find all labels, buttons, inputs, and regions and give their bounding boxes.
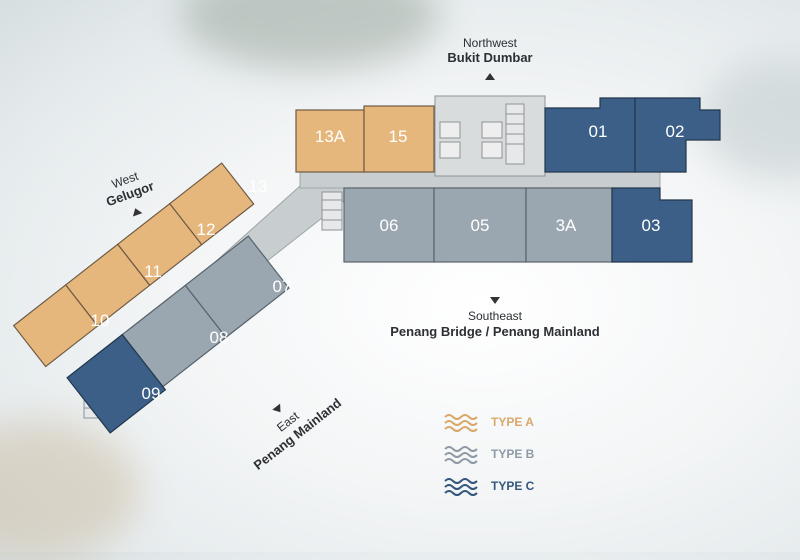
direction-southeast-place: Penang Bridge / Penang Mainland bbox=[390, 323, 600, 339]
unit-label-01: 01 bbox=[589, 122, 608, 141]
unit-label-12: 12 bbox=[197, 220, 216, 239]
unit-label-11: 11 bbox=[144, 262, 162, 281]
legend-wave-icon-a bbox=[444, 414, 478, 432]
legend-type-a: TYPE A bbox=[445, 415, 534, 429]
unit-05[interactable] bbox=[433, 187, 527, 263]
unit-label-05: 05 bbox=[471, 216, 490, 235]
unit-03[interactable] bbox=[611, 187, 693, 263]
arrow-up-icon bbox=[485, 72, 495, 80]
unit-label-3a: 3A bbox=[556, 216, 577, 235]
unit-06[interactable] bbox=[343, 187, 435, 263]
direction-southeast-label: Southeast bbox=[467, 309, 523, 324]
unit-15[interactable] bbox=[363, 105, 435, 173]
unit-10[interactable] bbox=[12, 284, 99, 368]
stair-west bbox=[321, 191, 343, 231]
legend-wave-icon-c bbox=[444, 478, 478, 496]
unit-3a[interactable] bbox=[525, 187, 613, 263]
unit-label-08: 08 bbox=[210, 328, 229, 347]
lift-core bbox=[434, 95, 546, 177]
unit-label-06: 06 bbox=[380, 216, 399, 235]
direction-northwest-label: Northwest bbox=[462, 36, 518, 50]
legend-label-type-a: TYPE A bbox=[491, 415, 534, 429]
direction-southeast: Southeast Penang Bridge / Penang Mainlan… bbox=[370, 290, 620, 339]
direction-northwest-place: Bukit Dumbar bbox=[447, 50, 533, 66]
arrow-down-icon bbox=[490, 297, 500, 304]
legend-label-type-b: TYPE B bbox=[491, 447, 535, 461]
legend-wave-icon-b bbox=[444, 446, 478, 464]
legend-type-b: TYPE B bbox=[445, 447, 534, 461]
unit-label-13a: 13A bbox=[315, 127, 346, 146]
unit-label-03: 03 bbox=[642, 216, 661, 235]
legend-type-c: TYPE C bbox=[445, 479, 534, 493]
arrow-down-icon bbox=[272, 403, 285, 416]
unit-label-02: 02 bbox=[666, 122, 685, 141]
direction-northwest: Northwest Bukit Dumbar bbox=[430, 36, 550, 85]
unit-label-07: 07 bbox=[273, 277, 292, 296]
unit-02[interactable] bbox=[634, 97, 721, 173]
unit-label-09: 09 bbox=[142, 384, 161, 403]
legend-label-type-c: TYPE C bbox=[491, 479, 535, 493]
unit-label-10: 10 bbox=[91, 311, 110, 330]
unit-09[interactable] bbox=[66, 333, 167, 434]
unit-13a[interactable] bbox=[295, 109, 365, 173]
arrow-up-icon bbox=[130, 206, 143, 217]
unit-label-13: 13 bbox=[249, 177, 268, 196]
unit-label-15: 15 bbox=[389, 127, 408, 146]
